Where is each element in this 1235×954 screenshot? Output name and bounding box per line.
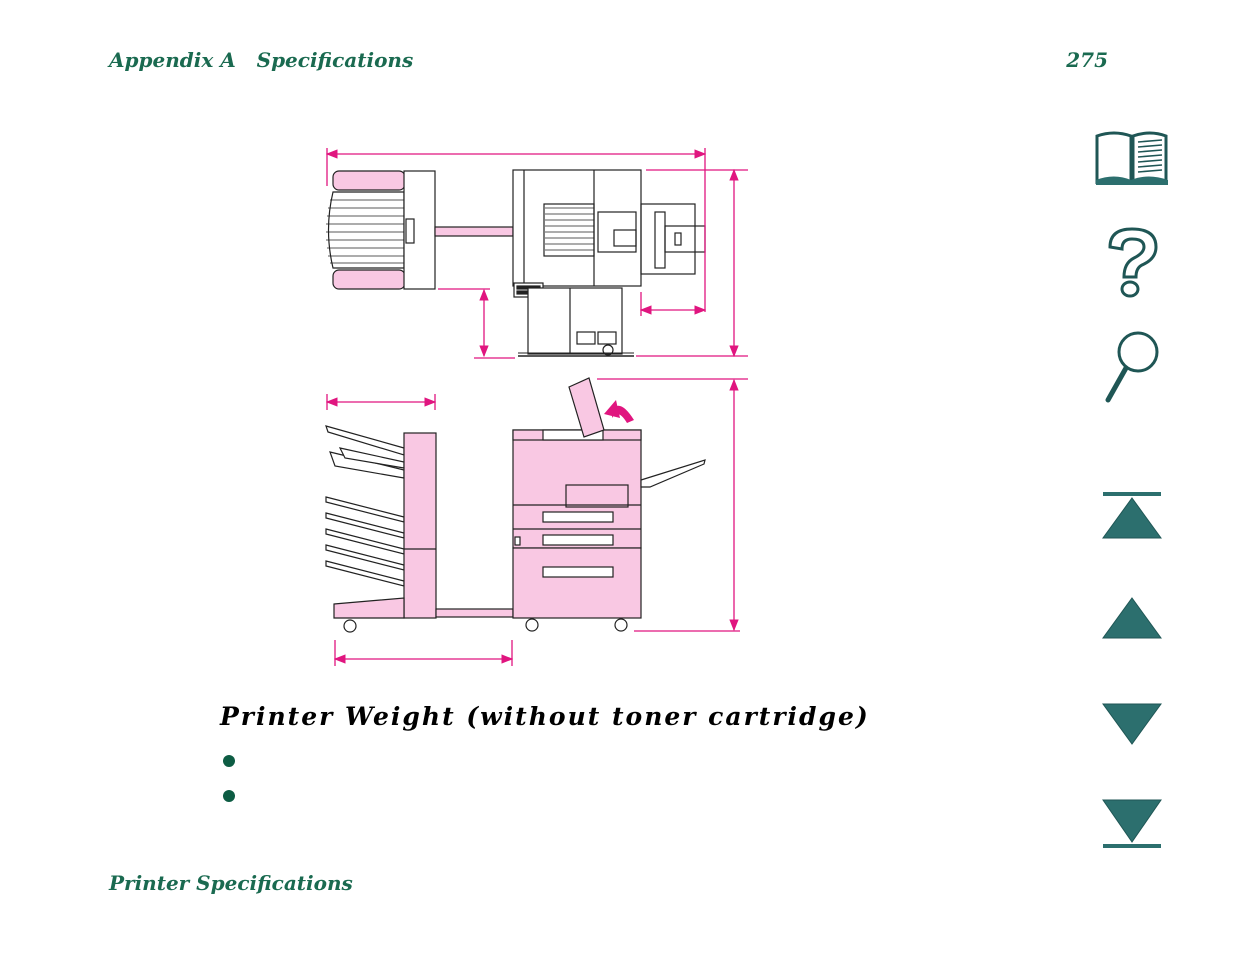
top-view-diagram xyxy=(326,169,706,357)
help-icon[interactable] xyxy=(1100,225,1164,299)
section-heading: Printer Weight (without toner cartridge) xyxy=(220,702,870,731)
running-footer: Printer Specifications xyxy=(109,871,353,895)
book-icon[interactable] xyxy=(1094,128,1170,186)
dimension-lines xyxy=(325,148,748,666)
printer-dimensions-figure xyxy=(325,148,748,666)
bullet-point-2 xyxy=(223,790,235,802)
side-view-diagram xyxy=(325,377,706,633)
bullet-point-1 xyxy=(223,755,235,767)
last-page-icon[interactable] xyxy=(1101,798,1163,852)
search-icon[interactable] xyxy=(1102,330,1162,404)
next-page-icon[interactable] xyxy=(1101,702,1163,746)
previous-page-icon[interactable] xyxy=(1101,596,1163,640)
first-page-icon[interactable] xyxy=(1101,490,1163,542)
running-header: Appendix A Specifications xyxy=(109,48,414,72)
page-number: 275 xyxy=(1066,48,1108,72)
